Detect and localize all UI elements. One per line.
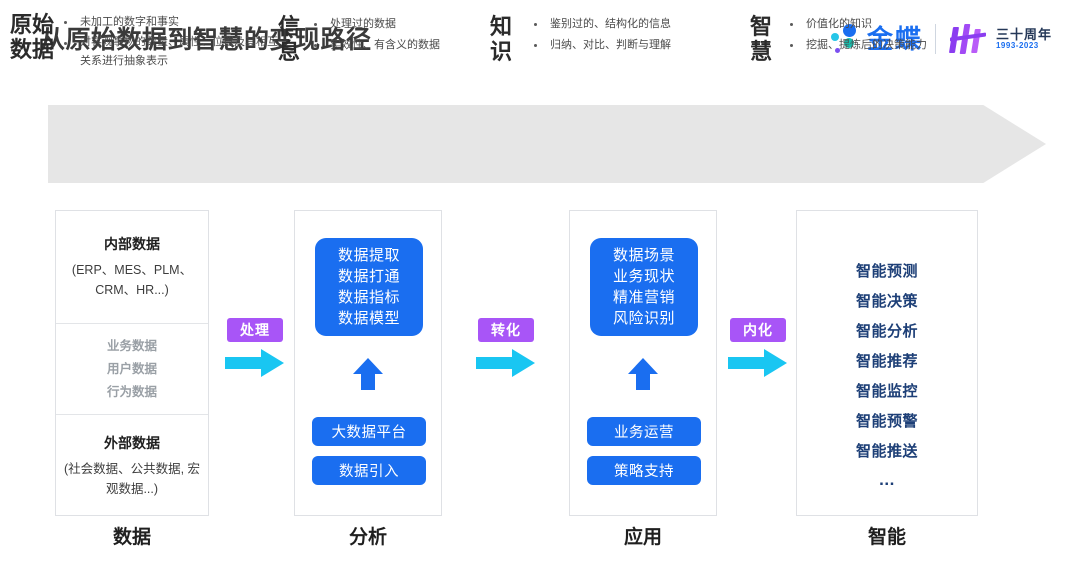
capability-item: 数据提取 [337, 247, 400, 264]
internal-data-section: 内部数据 (ERP、MES、PLM、CRM、HR...) [56, 211, 208, 323]
column-card-data: 内部数据 (ERP、MES、PLM、CRM、HR...) 业务数据 用户数据 行… [55, 210, 209, 516]
external-data-heading: 外部数据 [104, 435, 160, 451]
maturity-arrow-banner [48, 105, 1046, 183]
capability-item: 风险识别 [612, 310, 675, 327]
up-arrow-icon [353, 358, 383, 390]
stage-title: 智慧 [750, 14, 773, 64]
stage-title: 原始数据 [10, 12, 55, 62]
bullet-dot-icon [790, 44, 794, 47]
connector-internalization: 内化 [722, 318, 794, 378]
stage-bullet: 挖掘、提炼后的决策能力 [806, 39, 928, 51]
page-title: 从原始数据到智慧的变现路径 [40, 26, 372, 54]
banner-stage-raw-data: 原始数据 未加工的数字和事实 对客观事物的数量、属性、位置及其相互关系进行抽象表… [10, 12, 280, 71]
ingestion-pill[interactable]: 数据引入 [312, 456, 426, 485]
column-card-application: 数据场景 业务现状 精准营销 风险识别 业务运营 策略支持 [569, 210, 717, 516]
external-data-section: 外部数据 (社会数据、公共数据, 宏观数据...) [56, 415, 208, 517]
operations-pill[interactable]: 业务运营 [587, 417, 701, 446]
right-arrow-icon [476, 349, 535, 377]
column-label-intelligence: 智能 [867, 527, 906, 548]
intelligence-list: 智能预测 智能决策 智能分析 智能推荐 智能监控 智能预警 智能推送 ... [797, 257, 977, 493]
connector-processing: 处理 [219, 318, 291, 378]
right-arrow-icon [225, 349, 284, 377]
stage-bullet: 未加工的数字和事实 [80, 16, 180, 28]
list-item: 智能决策 [855, 293, 918, 310]
bullet-dot-icon [314, 44, 318, 47]
list-item: 智能预测 [855, 263, 918, 280]
stage-bullet: 归纳、对比、判断与理解 [550, 39, 672, 51]
connector-label: 处理 [227, 318, 283, 342]
stage-bullet: 对客观事物的数量、属性、位置及其相互关系进行抽象表示 [80, 36, 279, 67]
column-label-analysis: 分析 [348, 527, 387, 548]
brand-name: 金蝶 [866, 24, 923, 54]
capability-item: 数据打通 [337, 268, 400, 285]
brand-divider [934, 24, 936, 54]
list-item: 智能推荐 [855, 353, 918, 370]
list-item-ellipsis: ... [879, 470, 895, 489]
column-label-application: 应用 [623, 527, 662, 548]
stage-title: 信息 [278, 14, 301, 64]
data-type-item: 业务数据 [106, 338, 157, 353]
capability-item: 业务现状 [612, 268, 675, 285]
banner-stage-information: 信息 处理过的数据 实效性、有含义的数据 [278, 14, 440, 64]
stage-bullet: 价值化的知识 [806, 18, 873, 30]
stage-bullet: 处理过的数据 [330, 18, 397, 30]
stage-bullet: 鉴别过的、结构化的信息 [550, 18, 672, 30]
connector-label: 转化 [478, 318, 534, 342]
column-label-data: 数据 [112, 527, 151, 548]
data-types-section: 业务数据 用户数据 行为数据 [56, 323, 208, 415]
bullet-dot-icon [64, 42, 68, 45]
right-arrow-icon [728, 349, 787, 377]
data-type-item: 用户数据 [106, 361, 157, 376]
connector-label: 内化 [730, 318, 786, 342]
banner-stage-knowledge: 知识 鉴别过的、结构化的信息 归纳、对比、判断与理解 [490, 14, 671, 64]
bullet-dot-icon [64, 21, 68, 24]
kingdee-dots-icon [829, 22, 863, 56]
bullet-dot-icon [790, 23, 794, 26]
internal-data-heading: 内部数据 [104, 236, 160, 252]
up-arrow-icon [628, 358, 658, 390]
stage-bullet: 实效性、有含义的数据 [330, 39, 441, 51]
capability-item: 数据指标 [337, 289, 400, 306]
anniversary-years: 1993-2023 [995, 40, 1039, 50]
platform-pill[interactable]: 大数据平台 [312, 417, 426, 446]
bullet-dot-icon [534, 44, 538, 47]
anniversary-mark-icon [948, 22, 988, 56]
list-item: 智能预警 [855, 413, 918, 430]
list-item: 智能监控 [855, 383, 918, 400]
capability-item: 数据场景 [612, 247, 675, 264]
stage-title: 知识 [490, 14, 513, 64]
data-type-item: 行为数据 [106, 384, 157, 399]
internal-data-detail: (ERP、MES、PLM、CRM、HR...) [71, 263, 193, 297]
banner-stage-wisdom: 智慧 价值化的知识 挖掘、提炼后的决策能力 [750, 14, 927, 64]
capability-item: 数据模型 [337, 310, 400, 327]
column-card-intelligence: 智能预测 智能决策 智能分析 智能推荐 智能监控 智能预警 智能推送 ... [796, 210, 978, 516]
column-card-analysis: 数据提取 数据打通 数据指标 数据模型 大数据平台 数据引入 [294, 210, 442, 516]
list-item: 智能推送 [855, 443, 918, 460]
capability-item: 精准营销 [612, 289, 675, 306]
connector-transformation: 转化 [470, 318, 542, 378]
anniversary-badge: 三十周年 1993-2023 [948, 22, 1052, 56]
application-capability-box[interactable]: 数据场景 业务现状 精准营销 风险识别 [590, 238, 698, 336]
list-item: 智能分析 [855, 323, 918, 340]
bullet-dot-icon [534, 23, 538, 26]
analysis-capability-box[interactable]: 数据提取 数据打通 数据指标 数据模型 [315, 238, 423, 336]
strategy-pill[interactable]: 策略支持 [587, 456, 701, 485]
bullet-dot-icon [314, 23, 318, 26]
brand-logo: 金蝶 三十周年 1993-2023 [829, 18, 1052, 60]
anniversary-label: 三十周年 [995, 26, 1052, 42]
external-data-detail: (社会数据、公共数据, 宏观数据...) [63, 462, 201, 496]
